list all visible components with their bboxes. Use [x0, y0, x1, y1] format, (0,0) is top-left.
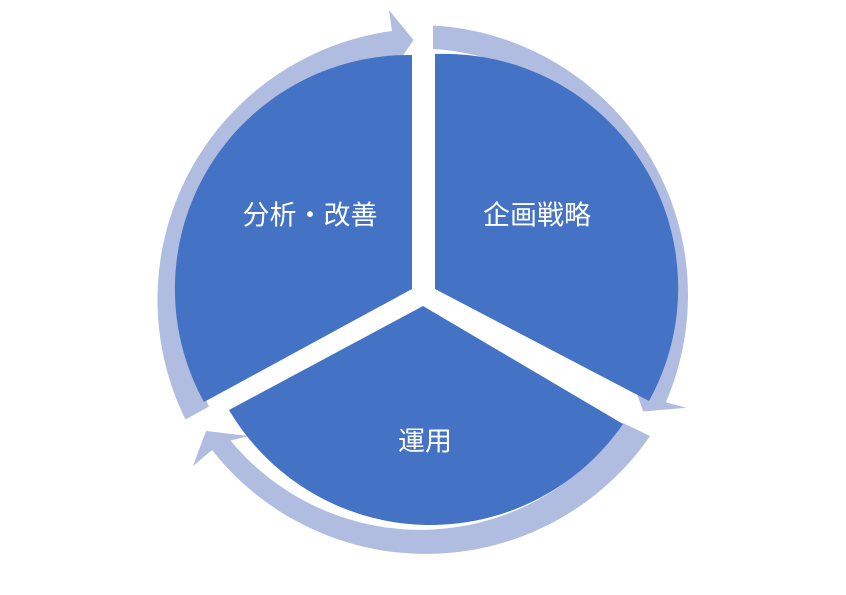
arrow-plan-to-operation [433, 25, 689, 412]
segment-operation [229, 306, 623, 525]
arrow-operation-to-analysis [193, 423, 650, 554]
segment-label-plan: 企画戦略 [483, 201, 591, 232]
segment-plan [435, 53, 679, 402]
pie [174, 53, 679, 525]
segment-analysis [174, 54, 412, 402]
segment-label-analysis: 分析・改善 [243, 201, 378, 232]
segment-label-operation: 運用 [398, 427, 452, 458]
